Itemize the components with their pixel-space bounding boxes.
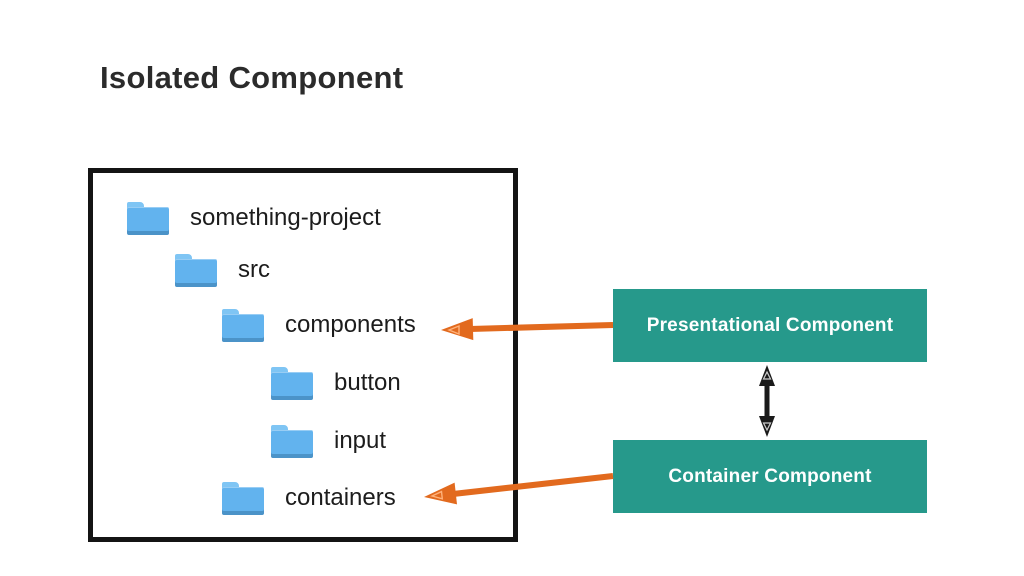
folder-icon — [175, 253, 217, 287]
page-title: Isolated Component — [100, 60, 404, 95]
double-arrow-between-boxes — [759, 365, 775, 437]
tree-item-components: components — [222, 308, 416, 342]
tree-item-src: src — [175, 253, 270, 287]
folder-icon — [222, 481, 264, 515]
tree-item-label: button — [334, 369, 401, 396]
tree-item-something-project: something-project — [127, 201, 381, 235]
tree-item-containers: containers — [222, 481, 396, 515]
folder-icon — [271, 366, 313, 400]
container-component-box: Container Component — [613, 440, 927, 513]
container-component-label: Container Component — [668, 465, 872, 487]
tree-item-label: containers — [285, 484, 396, 511]
tree-item-input: input — [271, 424, 386, 458]
folder-icon — [222, 308, 264, 342]
presentational-component-label: Presentational Component — [646, 314, 894, 336]
tree-item-label: something-project — [190, 204, 381, 231]
presentational-component-box: Presentational Component — [613, 289, 927, 362]
tree-item-label: src — [238, 256, 270, 283]
tree-item-button: button — [271, 366, 401, 400]
tree-item-label: input — [334, 427, 387, 454]
folder-icon — [127, 201, 169, 235]
tree-item-label: components — [285, 311, 416, 338]
folder-icon — [271, 424, 313, 458]
